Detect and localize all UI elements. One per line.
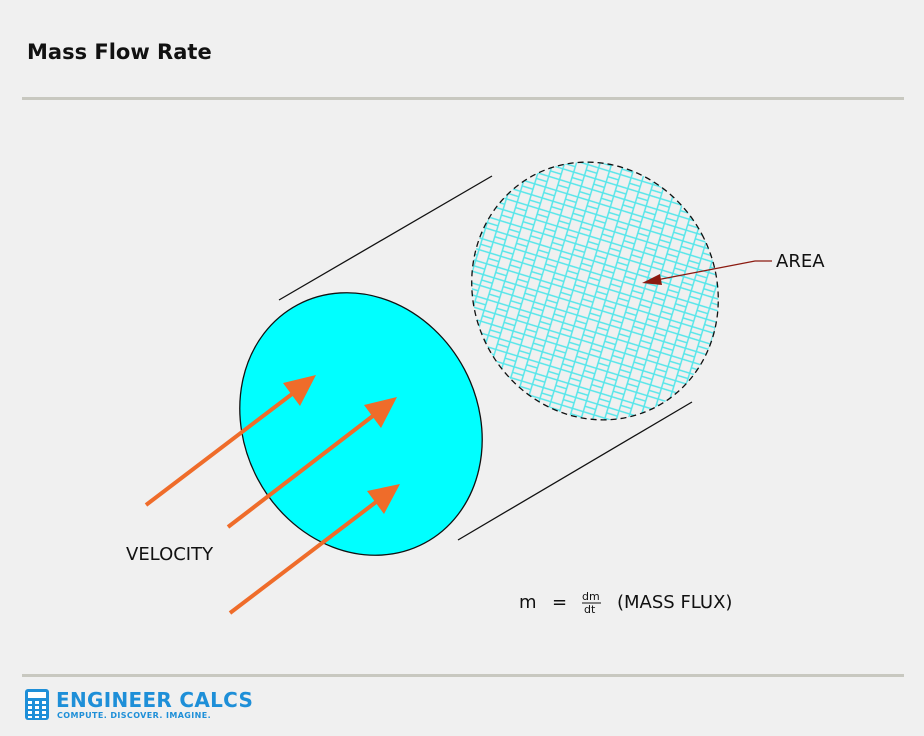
formula-numerator: dm (582, 590, 600, 603)
velocity-arrow (228, 484, 400, 615)
calculator-icon (25, 689, 49, 720)
velocity-label: VELOCITY (126, 544, 214, 565)
velocity-arrow (226, 397, 397, 529)
area-leader-line (645, 260, 772, 283)
cylinder-bottom-edge (457, 401, 693, 541)
page-title: Mass Flow Rate (27, 40, 212, 64)
area-label: AREA (776, 251, 825, 272)
footer-logo: ENGINEER CALCS COMPUTE. DISCOVER. IMAGIN… (24, 688, 253, 721)
brand-tagline: COMPUTE. DISCOVER. IMAGINE. (57, 710, 212, 720)
brand-name: ENGINEER CALCS (56, 687, 254, 712)
footer-divider (22, 674, 904, 677)
formula-denominator: dt (584, 603, 596, 616)
velocity-arrow (144, 375, 316, 507)
area-leader-arrowhead (642, 274, 662, 285)
cylinder-top-edge (278, 175, 493, 301)
formula-lhs: m (519, 592, 537, 613)
header-divider (22, 97, 904, 100)
outlet-area-face (471, 161, 719, 421)
formula-equals: = (552, 592, 567, 613)
mass-flow-formula: m = dm dt (MASS FLUX) (519, 590, 732, 616)
formula-note: (MASS FLUX) (617, 592, 732, 613)
